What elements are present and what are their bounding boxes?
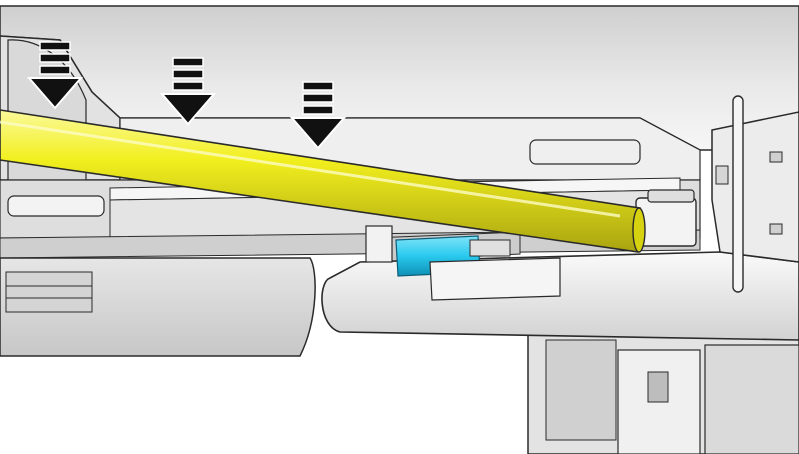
right-bracket: [711, 95, 799, 293]
rod-holder: [635, 189, 697, 247]
lower-housing: [0, 257, 316, 357]
press-arrow-1: [26, 41, 84, 110]
press-arrow-2: [159, 57, 217, 126]
yellow-rod: [0, 109, 646, 253]
down-arrow-icon: [26, 41, 84, 110]
down-arrow-icon: [289, 81, 347, 150]
press-arrow-3: [289, 81, 347, 150]
lower-mechanism: [527, 329, 799, 454]
retaining-clip: [365, 225, 561, 301]
down-arrow-icon: [159, 57, 217, 126]
guide-pin: [732, 95, 744, 293]
